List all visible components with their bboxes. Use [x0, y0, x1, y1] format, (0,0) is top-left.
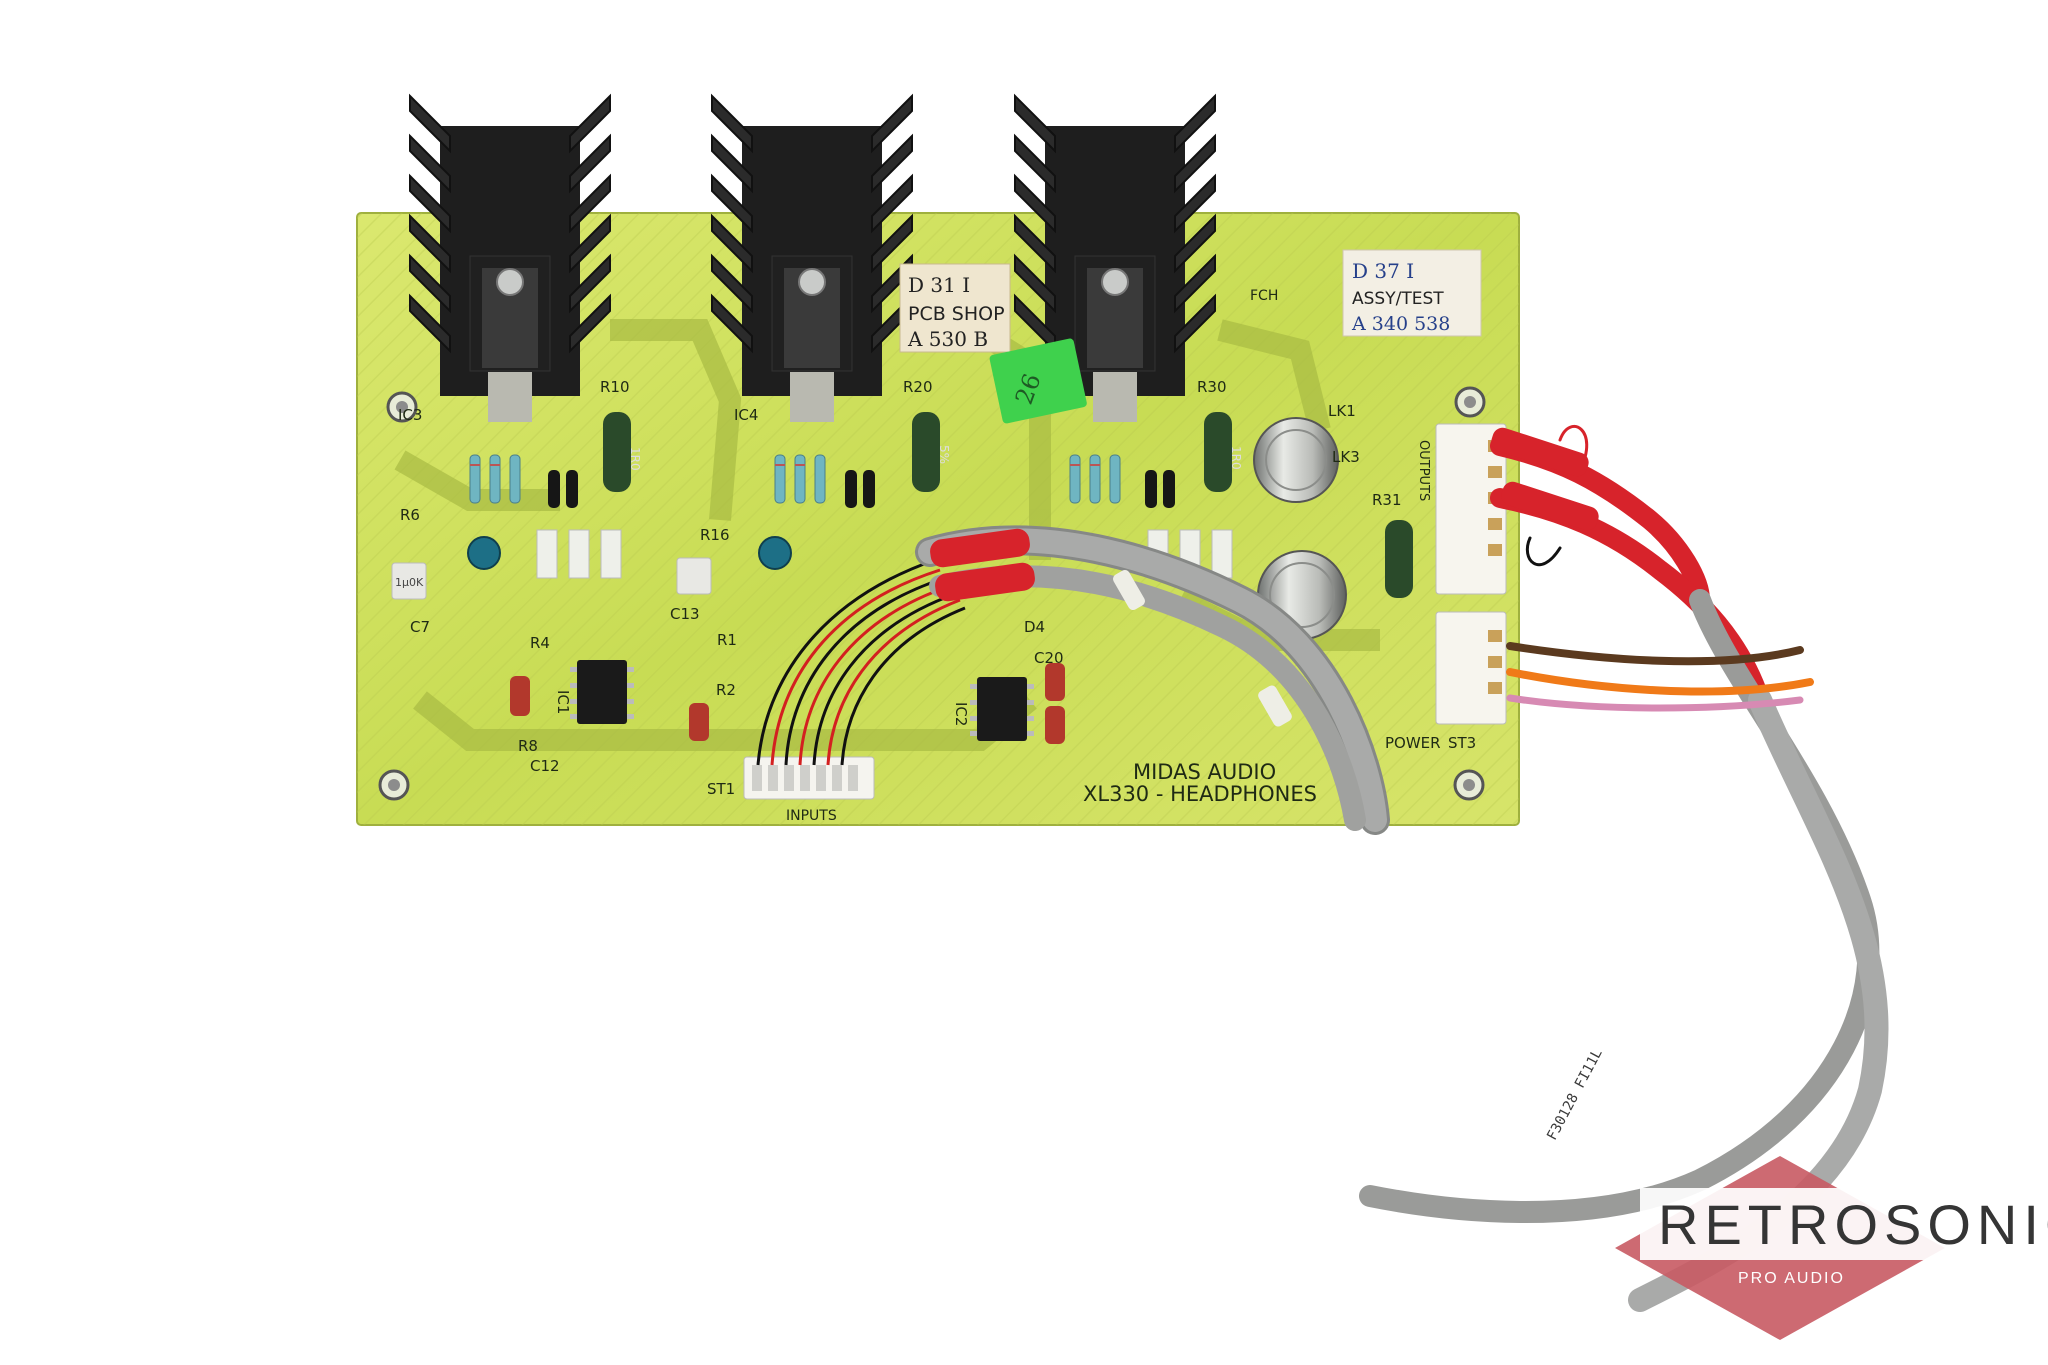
svg-text:R10: R10 — [600, 378, 630, 396]
svg-text:R30: R30 — [1197, 378, 1227, 396]
electrolytic-capacitor — [1253, 417, 1339, 503]
red-sleeve — [1491, 427, 1599, 531]
svg-text:ASSY/TEST: ASSY/TEST — [1352, 289, 1444, 309]
svg-text:RETROSONIC: RETROSONIC — [1658, 1193, 2048, 1256]
svg-text:D 37 I: D 37 I — [1352, 259, 1414, 283]
retrosonic-logo: RETROSONIC PRO AUDIO — [1615, 1156, 2048, 1340]
svg-text:R20: R20 — [903, 378, 933, 396]
power-resistor: 5% — [912, 412, 951, 492]
red-sleeve — [930, 528, 1035, 602]
svg-text:IC3: IC3 — [398, 406, 422, 424]
output-connector — [1435, 423, 1507, 595]
svg-text:R1: R1 — [717, 631, 737, 649]
tantalum-capacitor — [510, 663, 1065, 744]
svg-text:C12: C12 — [530, 757, 560, 775]
svg-text:1R0: 1R0 — [628, 447, 642, 471]
pcb-shop-sticker: D 31 I PCB SHOP A 530 B — [899, 263, 1011, 353]
svg-text:D4: D4 — [1024, 618, 1045, 636]
svg-text:IC1: IC1 — [554, 690, 572, 714]
input-connector — [743, 756, 875, 800]
brand-silkscreen: MIDAS AUDIO — [1133, 760, 1276, 784]
svg-text:R8: R8 — [518, 737, 538, 755]
inputs-label: INPUTS — [786, 808, 837, 824]
svg-text:ST1: ST1 — [707, 780, 735, 798]
green-tag: 26 — [989, 338, 1087, 424]
heatsink — [409, 93, 611, 422]
cable-print: F30128 FI11L — [1544, 1046, 1606, 1143]
cable-tie — [1113, 570, 1292, 727]
svg-text:PCB SHOP: PCB SHOP — [908, 303, 1005, 325]
svg-text:C20: C20 — [1034, 649, 1064, 667]
svg-text:1R0: 1R0 — [1229, 446, 1243, 470]
power-resistor: 1R0 — [1204, 412, 1243, 492]
svg-text:C13: C13 — [670, 605, 700, 623]
film-capacitor — [676, 557, 712, 595]
svg-text:R2: R2 — [716, 681, 736, 699]
svg-text:D 31 I: D 31 I — [908, 273, 970, 297]
input-wires — [756, 558, 966, 766]
grey-cable-bundle — [915, 525, 1390, 835]
fch-mark: FCH — [1250, 288, 1278, 304]
heatsink — [711, 93, 913, 422]
silkscreen-labels: IC3 IC4 R10 R20 R30 R31 R1 R2 R4 R6 R8 R… — [398, 378, 1476, 798]
power-connector — [1435, 611, 1507, 725]
svg-text:R16: R16 — [700, 526, 730, 544]
assy-test-sticker: D 37 I ASSY/TEST A 340 538 — [1342, 249, 1482, 337]
mounting-hole — [1454, 386, 1486, 418]
mounting-hole — [386, 391, 418, 423]
svg-text:1µ0K: 1µ0K — [395, 576, 424, 589]
svg-text:ST3: ST3 — [1448, 734, 1476, 752]
svg-text:A 530 B: A 530 B — [907, 327, 988, 351]
svg-text:IC2: IC2 — [952, 702, 970, 726]
svg-text:IC4: IC4 — [734, 406, 758, 424]
small-electrolytic — [467, 536, 792, 570]
svg-text:LK1: LK1 — [1328, 402, 1356, 420]
svg-text:R4: R4 — [530, 634, 550, 652]
power-resistor — [1385, 520, 1413, 598]
model-silkscreen: XL330 - HEADPHONES — [1083, 782, 1317, 806]
power-label: POWER — [1385, 734, 1441, 752]
mounting-hole — [1453, 769, 1485, 801]
svg-text:A 340 538: A 340 538 — [1351, 313, 1450, 335]
ic1-chip — [570, 660, 634, 724]
ic2-chip — [970, 677, 1034, 741]
svg-text:R6: R6 — [400, 506, 420, 524]
svg-text:R31: R31 — [1372, 491, 1402, 509]
film-capacitor: 1µ0K — [391, 562, 427, 600]
svg-text:PRO AUDIO: PRO AUDIO — [1738, 1270, 1845, 1287]
power-resistor: 1R0 — [603, 412, 642, 492]
mounting-hole — [378, 769, 410, 801]
outputs-label: OUTPUTS — [1416, 440, 1431, 501]
svg-text:C7: C7 — [410, 618, 430, 636]
svg-text:5%: 5% — [937, 445, 951, 464]
svg-text:LK3: LK3 — [1332, 448, 1360, 466]
resistor-group — [469, 454, 1121, 504]
diode-group — [548, 470, 1175, 508]
